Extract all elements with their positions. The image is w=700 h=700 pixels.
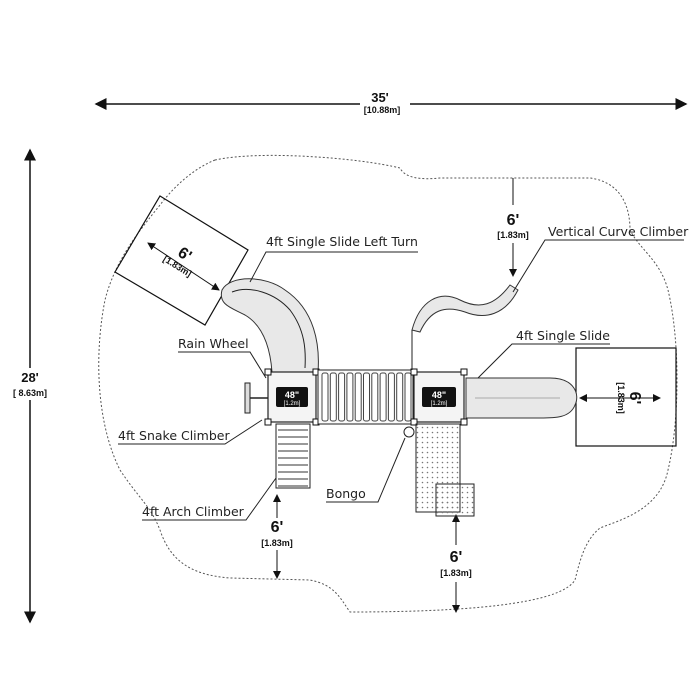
label-vertical-curve-climber: Vertical Curve Climber [548, 224, 689, 239]
bridge-slat [363, 372, 370, 422]
arch-climber [275, 423, 311, 489]
bongo [403, 426, 415, 438]
clearance-bottom-left-m: [1.83m] [261, 538, 293, 548]
overall-depth-dimension: 28' [ 8.63m] [13, 148, 47, 624]
clearance-bottom-middle-ft: 6' [450, 549, 463, 566]
clearance-top-middle-m: [1.83m] [497, 230, 529, 240]
labels: 4ft Single Slide Left Turn Vertical Curv… [118, 224, 689, 521]
bridge-slat [329, 372, 337, 422]
clearance-right-ft: 6' [626, 392, 643, 405]
bridge-slat [379, 372, 387, 422]
bridge-slat [387, 372, 395, 422]
label-single-slide: 4ft Single Slide [516, 328, 610, 343]
deck-left: 48" [1.2m] [264, 368, 320, 426]
bridge-slat [404, 372, 412, 422]
clearance-right-m: [1.83m] [616, 382, 626, 414]
bridge-slat [371, 372, 379, 422]
width-ft: 35' [371, 90, 389, 105]
vertical-curve-climber [411, 284, 519, 370]
slide-left-turn [220, 278, 319, 373]
overall-width-dimension: 35' [10.88m] [94, 90, 688, 115]
label-snake-climber: 4ft Snake Climber [118, 428, 230, 443]
clearance-bottom-left-ft: 6' [271, 519, 284, 536]
label-bongo: Bongo [326, 486, 366, 501]
label-rain-wheel: Rain Wheel [178, 336, 249, 351]
deck-right: 48" [1.2m] [410, 368, 468, 426]
bridge-slat [321, 372, 329, 422]
label-arch-climber: 4ft Arch Climber [142, 504, 245, 519]
width-m: [10.88m] [364, 105, 401, 115]
rain-wheel [244, 382, 268, 414]
deck-left-height: 48" [285, 390, 299, 400]
clearance-bottom-left: 6' [1.83m] [261, 494, 293, 579]
clearance-top-middle-ft: 6' [507, 212, 520, 229]
bridge-slat [354, 372, 362, 422]
climbing-wall-right [415, 423, 475, 517]
label-slide-left-turn: 4ft Single Slide Left Turn [266, 234, 418, 249]
deck-right-height: 48" [432, 390, 446, 400]
clearance-right: 6' [1.83m] [575, 347, 677, 447]
bridge-slat [396, 372, 404, 422]
bridge-slat [338, 372, 346, 422]
clearance-bottom-middle: 6' [1.83m] [440, 514, 472, 613]
bridge [317, 369, 414, 425]
deck-left-metric: [1.2m] [284, 401, 301, 407]
clearance-bottom-middle-m: [1.83m] [440, 568, 472, 578]
use-zone-outline [98, 154, 678, 613]
depth-ft: 28' [21, 370, 39, 385]
deck-right-metric: [1.2m] [431, 401, 448, 407]
single-slide [465, 377, 578, 419]
bridge-slat [346, 372, 354, 422]
clearance-top-middle: 6' [1.83m] [497, 178, 529, 277]
depth-m: [ 8.63m] [13, 388, 47, 398]
